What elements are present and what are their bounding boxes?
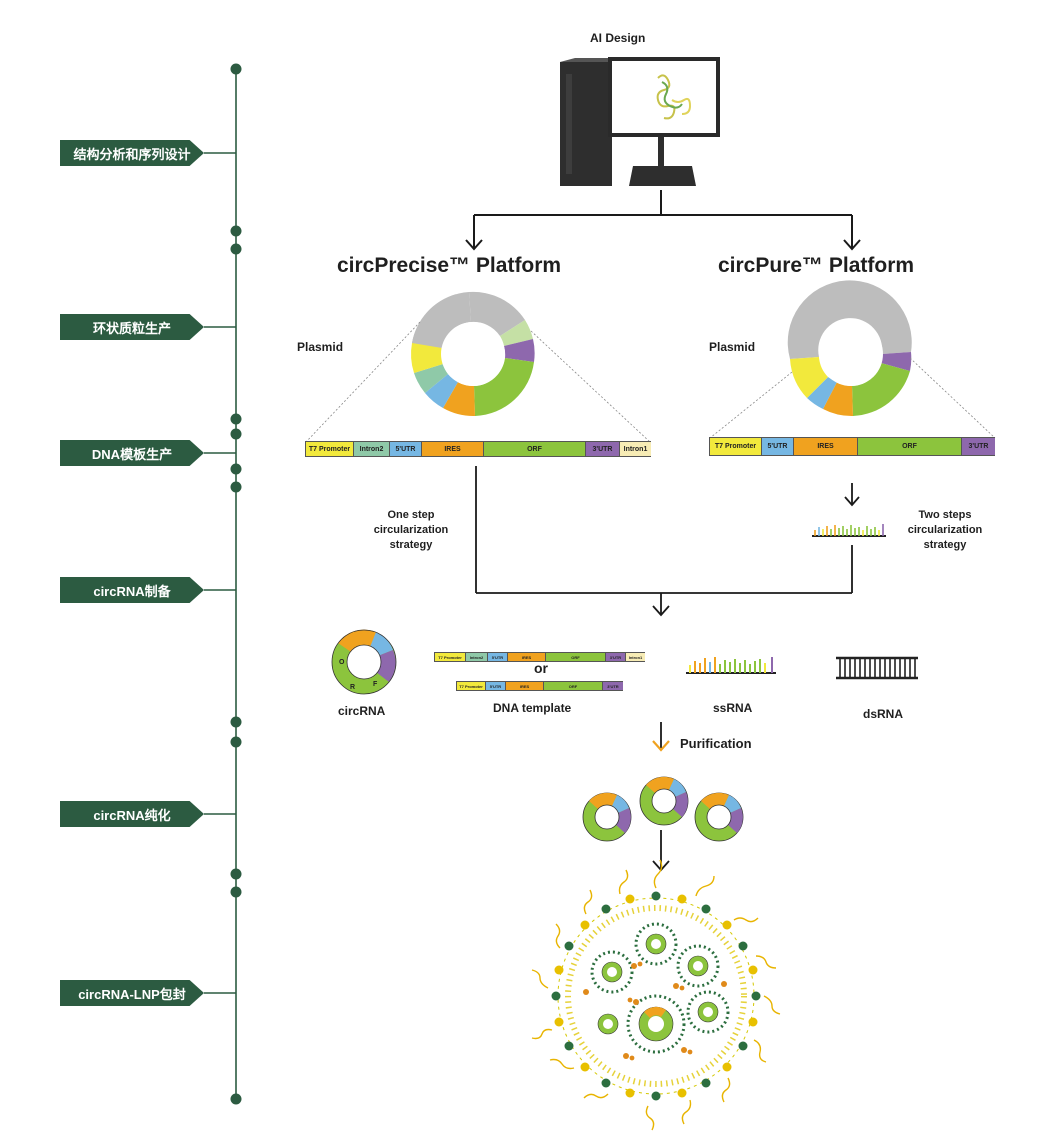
dna-template-bar-short: T7 Promoter 5'UTR IRES ORF 3'UTR [456,681,623,691]
stage-tag-1: 结构分析和序列设计 [60,140,204,166]
dna-template-label: DNA template [493,701,572,715]
circrna-ring-icon [582,792,632,842]
construct-bar-left: T7 Promoter Intron2 5'UTR IRES ORF 3'UTR… [305,441,651,457]
purification-label: Purification [680,736,752,751]
segment-ires: IRES [422,442,484,456]
or-label: or [534,660,548,676]
ssrna-label: ssRNA [713,701,753,715]
plasmid-donut-right [787,280,912,417]
segment-t7-promoter: T7 Promoter [306,442,354,456]
ssrna-icon [686,657,776,674]
timeline-dots [230,63,242,1105]
plasmid-label-right: Plasmid [709,340,756,354]
circrna-label: circRNA [338,704,386,718]
svg-text:F: F [373,681,378,688]
stage-tag-2: 环状质粒生产 [60,314,204,340]
dsrna-icon [836,656,918,680]
construct-bar-right: T7 Promoter 5'UTR IRES ORF 3'UTR [709,437,995,456]
segment-orf: ORF [484,442,586,456]
stage-tag-4: circRNA制备 [60,577,204,603]
segment-intron2: Intron2 [354,442,390,456]
dna-template-bar-long: T7 Promoter Intron2 5'UTR IRES ORF 3'UTR… [434,652,645,662]
plasmid-label-left: Plasmid [297,340,344,354]
two-steps-strategy-label: Two steps circularization strategy [907,509,983,551]
timeline-connectors [204,152,236,994]
segment-orf: ORF [858,438,962,455]
ai-design-label: AI Design [590,31,646,45]
stage-tag-3: DNA模板生产 [60,440,204,466]
platform-title-left: circPrecise™ Platform [337,254,562,277]
platform-title-right: circPure™ Platform [718,254,915,277]
circrna-ring-icon [331,629,397,695]
plasmid-donut-left [411,291,535,417]
stage-tag-5: circRNA纯化 [60,801,204,827]
one-step-strategy-label: One step circularization strategy [373,509,449,551]
segment-5utr: 5'UTR [762,438,794,455]
segment-t7-promoter: T7 Promoter [710,438,762,455]
stage-tag-6: circRNA-LNP包封 [60,980,204,1006]
segment-ires: IRES [794,438,858,455]
svg-text:O: O [339,659,345,666]
svg-text:R: R [350,684,355,691]
segment-3utr: 3'UTR [586,442,620,456]
dsrna-label: dsRNA [863,707,904,721]
circrna-ring-icon [694,792,744,842]
segment-3utr: 3'UTR [962,438,995,455]
segment-5utr: 5'UTR [390,442,422,456]
segment-intron1: Intron1 [620,442,651,456]
circrna-ring-icon [639,776,689,826]
ssrna-mini-icon [812,524,886,537]
